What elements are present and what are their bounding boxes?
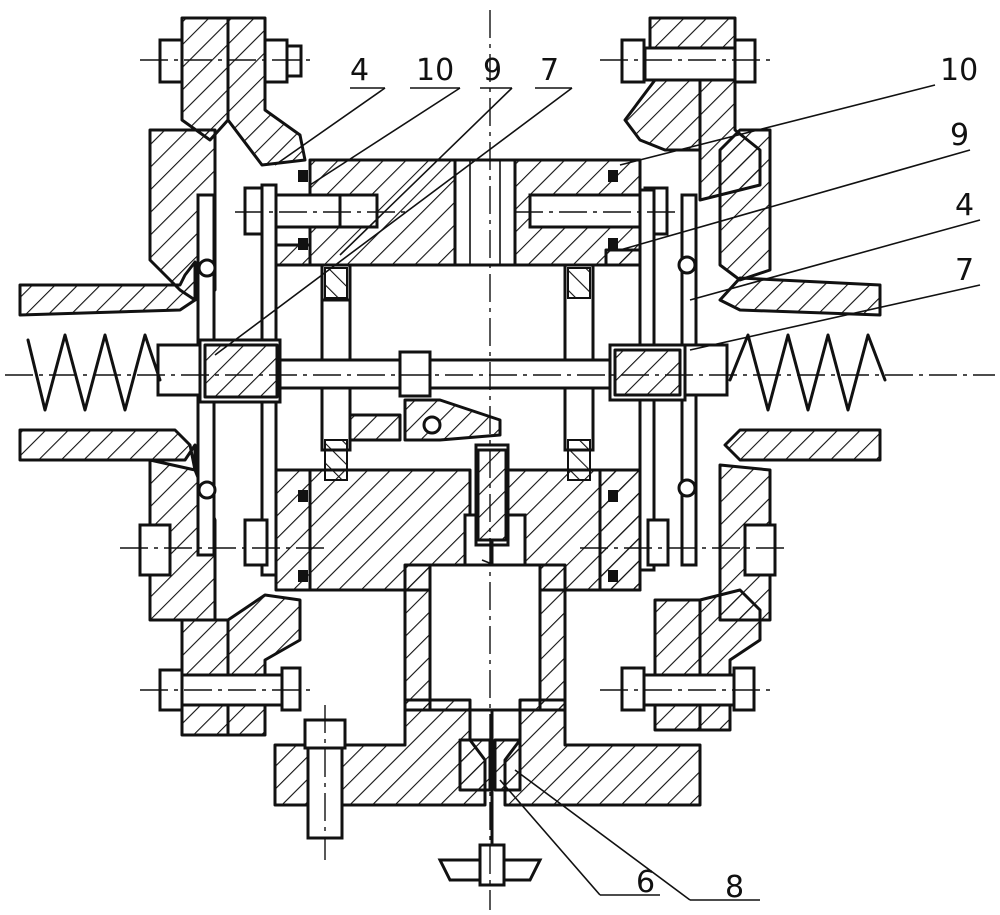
bottom-knob bbox=[437, 843, 543, 887]
callout-right-4: 4 bbox=[955, 188, 974, 223]
horizontal-shaft bbox=[156, 338, 729, 404]
lever-arm bbox=[348, 398, 502, 442]
lower-guide bbox=[403, 563, 567, 712]
callout-right-7: 7 bbox=[955, 253, 974, 288]
side-bolts bbox=[138, 518, 777, 577]
left-top-flange bbox=[158, 16, 307, 167]
callout-bottom-6: 6 bbox=[636, 865, 655, 900]
callout-bottom-8: 8 bbox=[725, 870, 744, 905]
center-lines bbox=[5, 10, 995, 910]
left-top-bolt bbox=[243, 186, 379, 236]
left-spring bbox=[26, 333, 162, 412]
callout-left-4: 4 bbox=[350, 53, 369, 88]
leader-lines bbox=[214, 84, 981, 901]
o-rings bbox=[197, 170, 697, 582]
callout-left-10: 10 bbox=[416, 53, 454, 88]
callout-labels: 4 10 9 7 10 9 4 7 6 8 bbox=[350, 53, 978, 905]
callout-left-7: 7 bbox=[540, 53, 559, 88]
right-spring bbox=[728, 333, 887, 412]
callout-right-10: 10 bbox=[940, 53, 978, 88]
callout-left-9: 9 bbox=[483, 53, 502, 88]
callout-right-9: 9 bbox=[950, 118, 969, 153]
right-bottom-flange bbox=[620, 588, 762, 732]
right-top-flange bbox=[620, 16, 762, 202]
inner-chamber bbox=[320, 263, 595, 481]
